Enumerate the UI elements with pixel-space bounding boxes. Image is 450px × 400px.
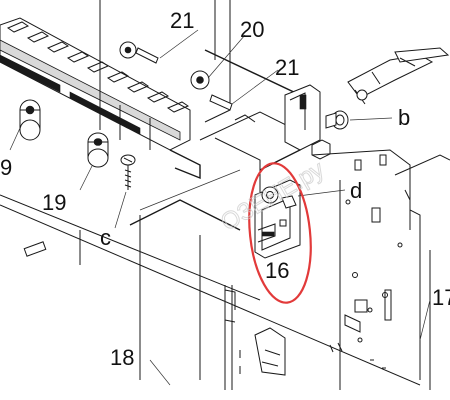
- roller-20-21-top: [119, 29, 199, 64]
- callout-b: b: [398, 105, 410, 130]
- leader-lines: [149, 299, 431, 386]
- highlight-ellipse: [248, 162, 312, 304]
- right-upper-bracket: [284, 84, 331, 160]
- roller-19: [79, 132, 109, 191]
- screw-b: [325, 110, 393, 130]
- pin-21: [209, 69, 279, 111]
- callout-21-top: 21: [170, 8, 194, 33]
- top-guide-rail: [0, 17, 201, 180]
- callout-20: 20: [240, 17, 264, 42]
- roller-20: [190, 34, 246, 90]
- callout-17: 17: [432, 285, 450, 310]
- callout-d: d: [350, 178, 362, 203]
- lever-arm: [347, 47, 450, 105]
- base-plate-frame: [0, 149, 450, 390]
- callout-21: 21: [275, 55, 299, 80]
- screw-c: [114, 154, 136, 229]
- callout-16: 16: [265, 258, 289, 283]
- callout-9: 9: [0, 155, 12, 180]
- bracket-16: [254, 179, 346, 259]
- callout-18: 18: [110, 345, 134, 370]
- callout-19: 19: [42, 190, 66, 215]
- callout-c: c: [100, 225, 111, 250]
- roller-9: [9, 99, 41, 151]
